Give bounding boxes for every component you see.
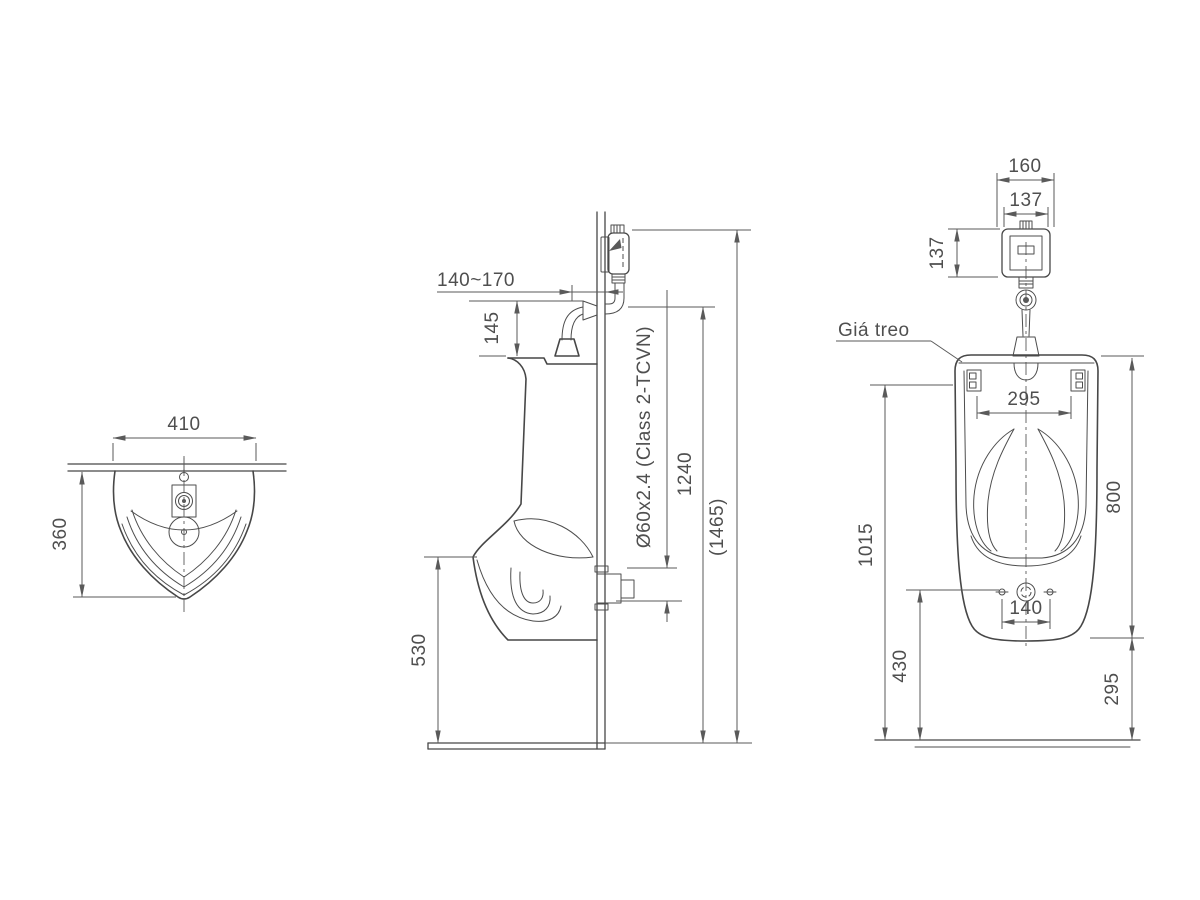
dim-label-140: 140 <box>1009 598 1042 619</box>
dim-label-800: 800 <box>1104 480 1125 513</box>
dim-hanger-span: 295 <box>976 389 1072 419</box>
drain-hole-inner <box>1020 586 1032 598</box>
union-collar <box>1018 276 1034 289</box>
hanger-label: Giá treo <box>838 320 910 341</box>
bowl-curve <box>1037 428 1079 552</box>
dim-top-width: 410 <box>112 414 257 461</box>
union-nut <box>611 273 626 284</box>
dim-label-137-height: 137 <box>927 236 948 269</box>
valve-face <box>1009 235 1043 271</box>
hanger-bracket-left <box>966 369 982 392</box>
dim-label-410: 410 <box>167 414 200 435</box>
dim-label-140-170: 140~170 <box>437 270 515 291</box>
escutcheon <box>582 300 598 321</box>
supply-pipe <box>604 282 616 305</box>
dim-rim-height: 530 <box>409 556 477 744</box>
dim-label-430: 430 <box>890 649 911 682</box>
dim-body-height: 800 <box>1090 355 1144 639</box>
dim-drain-height: 430 <box>890 589 999 741</box>
outlet-bolt <box>594 603 609 611</box>
drain-hole <box>1016 582 1036 602</box>
supply-pipe <box>570 313 584 341</box>
dim-label-137-width: 137 <box>1009 190 1042 211</box>
dim-top-depth: 360 <box>50 471 176 598</box>
flush-pipe <box>1028 309 1031 337</box>
outlet-bolt <box>594 565 609 573</box>
inner-panel <box>963 370 1089 559</box>
outlet-flange <box>596 573 622 604</box>
front-view: 160 137 137 Giá treo 295 <box>836 156 1144 748</box>
dim-label-1015: 1015 <box>856 523 877 567</box>
dim-label-360: 360 <box>50 517 71 550</box>
inner-panel-bottom <box>970 535 1082 567</box>
valve-body-side <box>607 232 630 275</box>
body-top <box>507 357 598 365</box>
dim-spud-height: 1240 <box>628 306 715 744</box>
ball-joint <box>1015 289 1037 311</box>
dim-valve-plate-width: 160 <box>996 156 1055 227</box>
dim-hanger-height: 1015 <box>856 384 953 741</box>
dim-spud-drop: 145 <box>469 300 583 357</box>
dim-bolt-span: 140 <box>1001 598 1051 629</box>
dim-label-530: 530 <box>409 633 430 666</box>
dim-valve-width: 137 <box>1003 190 1049 227</box>
dim-label-295: 295 <box>1007 389 1040 410</box>
dim-valve-height: 137 <box>927 228 1000 278</box>
trap-curve <box>519 571 544 604</box>
dim-wall-offset: 140~170 <box>437 270 623 301</box>
spud-dome <box>1013 362 1039 381</box>
bowl-outline <box>112 470 256 600</box>
ball-joint-ring <box>1019 293 1033 307</box>
dim-bottom-clearance: 295 <box>1102 637 1135 741</box>
supply-pipe <box>561 306 584 341</box>
side-view: 140~170 145 Ø60x2.4 (Class 2-TCVN) 1240 … <box>409 211 752 750</box>
valve-bracket <box>600 236 610 273</box>
bowl-curve <box>986 428 1015 552</box>
flow-arrow-icon <box>609 239 622 251</box>
dim-label-pipe-spec: Ø60x2.4 (Class 2-TCVN) <box>634 326 655 548</box>
sensor-window <box>1017 245 1035 255</box>
dim-label-145: 145 <box>482 311 503 344</box>
escutcheon <box>1012 336 1040 357</box>
cavity-curve <box>513 520 594 559</box>
spreader-center <box>182 499 186 503</box>
ball-joint-center <box>1023 297 1029 303</box>
dim-overall-height: (1465) <box>632 229 751 744</box>
dim-label-1240: 1240 <box>675 452 696 496</box>
hanger-callout: Giá treo <box>836 320 963 363</box>
cavity-curve <box>513 518 594 558</box>
body-profile <box>472 357 598 641</box>
supply-pipe <box>604 282 625 315</box>
outlet-pipe <box>620 579 635 599</box>
top-view: 410 360 <box>50 414 287 612</box>
urinal-outline <box>954 354 1099 642</box>
spreader <box>554 338 580 357</box>
dim-label-295-bottom: 295 <box>1102 672 1123 705</box>
flush-pipe <box>1021 309 1024 337</box>
leader-line <box>930 340 963 363</box>
dim-label-1465: (1465) <box>707 498 728 556</box>
trap-curve <box>476 559 562 622</box>
bowl-curve <box>973 428 1015 552</box>
bowl-curve <box>1037 428 1066 552</box>
dim-label-160: 160 <box>1008 156 1041 177</box>
dim-outlet-pipe: Ø60x2.4 (Class 2-TCVN) <box>616 290 682 622</box>
trap-curve <box>510 567 551 615</box>
hanger-bracket-right <box>1070 369 1086 392</box>
